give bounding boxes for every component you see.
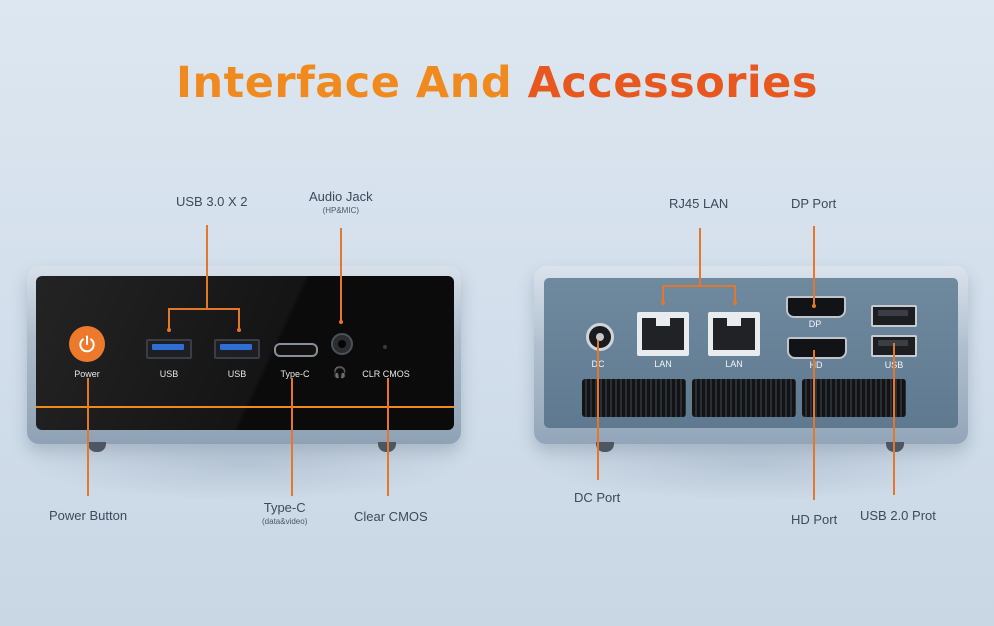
audio-callout-dot [339, 320, 343, 324]
front-orange-strip [36, 406, 454, 408]
front-typec-port [274, 343, 318, 357]
title-part-2: Accessories [527, 58, 818, 108]
lan-port-socket [713, 318, 755, 350]
usb-callout-dot-right [237, 328, 241, 332]
callout-audio-sub: (HP&MIC) [322, 206, 360, 215]
lan-port-2 [708, 312, 760, 356]
back-usb-port-1 [871, 305, 917, 327]
lan-port-socket [642, 318, 684, 350]
dc-callout-line [597, 340, 599, 480]
vent-left [582, 379, 686, 417]
front-usb-label-2: USB [227, 369, 247, 379]
usb-callout-drop-right [238, 308, 240, 330]
audio-jack [331, 333, 353, 355]
dc-jack [586, 323, 614, 351]
front-cmos-label: CLR CMOS [362, 369, 410, 379]
power-button[interactable] [69, 326, 105, 362]
back-lan-label-2: LAN [725, 359, 743, 369]
usb-callout-line [206, 225, 208, 309]
callout-hd: HD Port [791, 512, 838, 527]
rj45-callout-bracket [662, 285, 736, 287]
callout-audio: Audio Jack (HP&MIC) [309, 189, 373, 215]
rj45-callout-drop-left [662, 285, 664, 303]
hd-port [787, 337, 847, 359]
rj45-callout-dot-right [733, 301, 737, 305]
page-title: Interface And Accessories [0, 58, 994, 108]
front-typec-label: Type-C [280, 369, 310, 379]
back-dp-label: DP [808, 319, 822, 329]
lan-port-1 [637, 312, 689, 356]
back-lan-label-1: LAN [654, 359, 672, 369]
usb-port-tongue [220, 344, 252, 350]
callout-usb-back: USB 2.0 Prot [860, 508, 936, 523]
callout-typec-title: Type-C [263, 500, 306, 515]
typec-callout-line [291, 378, 293, 496]
dp-port [786, 296, 846, 318]
front-usb-port-2 [214, 339, 260, 359]
back-foot-left [596, 442, 614, 452]
front-usb-port-1 [146, 339, 192, 359]
power-icon [79, 335, 95, 353]
audio-callout-line [340, 228, 342, 322]
dp-callout-dot [812, 304, 816, 308]
callout-rj45: RJ45 LAN [669, 196, 729, 211]
front-usb-label-1: USB [159, 369, 179, 379]
cmos-callout-line [387, 378, 389, 496]
usb-port-tongue [878, 310, 908, 316]
title-part-1: Interface And [176, 58, 528, 108]
callout-typec-sub: (data&video) [262, 517, 308, 526]
back-foot-right [886, 442, 904, 452]
vent-middle [692, 379, 796, 417]
clear-cmos-hole [383, 345, 387, 349]
callout-audio-title: Audio Jack [309, 189, 373, 204]
usb-callout-bracket [168, 308, 240, 310]
dp-callout-line [813, 226, 815, 306]
headphone-icon: 🎧 [333, 367, 347, 379]
callout-cmos: Clear CMOS [354, 509, 428, 524]
usb-callout-dot-left [167, 328, 171, 332]
power-callout-line [87, 378, 89, 496]
callout-usb: USB 3.0 X 2 [176, 194, 248, 209]
callout-dp: DP Port [791, 196, 837, 211]
rj45-callout-dot-left [661, 301, 665, 305]
rj45-callout-line [699, 228, 701, 286]
power-label: Power [74, 369, 100, 379]
usb-back-callout-line [893, 343, 895, 495]
front-foot-left [88, 442, 106, 452]
usb-port-tongue [152, 344, 184, 350]
vent-right [802, 379, 906, 417]
hd-callout-line [813, 350, 815, 500]
back-hd-label: HD [809, 360, 823, 370]
callout-power: Power Button [49, 508, 128, 523]
callout-dc: DC Port [574, 490, 621, 505]
rj45-callout-drop-right [734, 285, 736, 303]
callout-typec: Type-C (data&video) [262, 500, 307, 526]
usb-callout-drop-left [168, 308, 170, 330]
